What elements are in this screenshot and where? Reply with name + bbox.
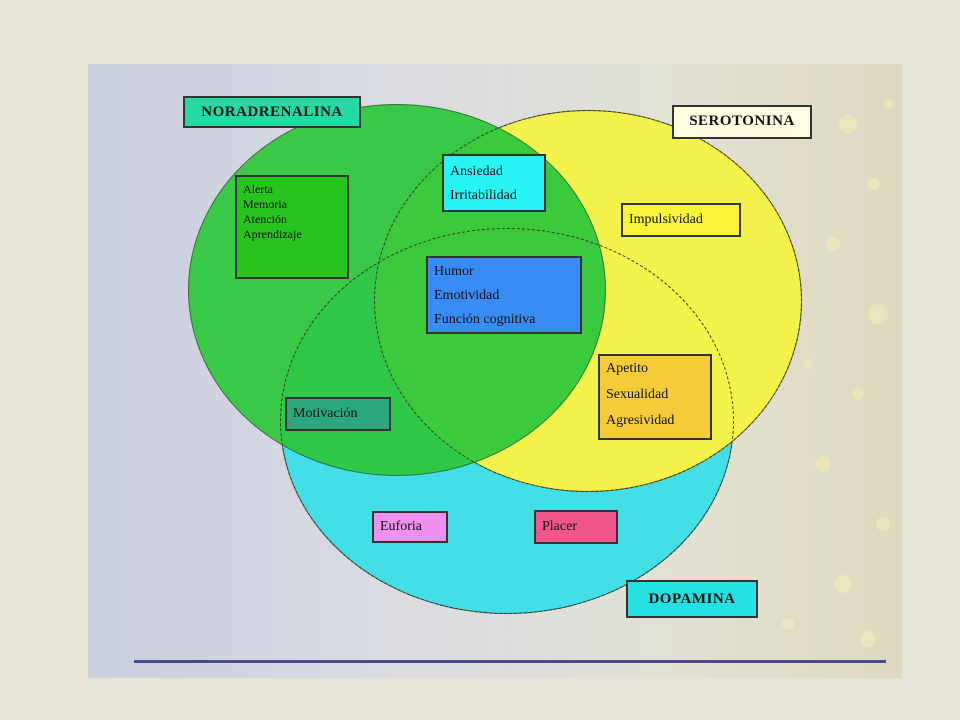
noradrenalina-label: NORADRENALINA: [183, 96, 361, 128]
region-item: Atención: [243, 212, 287, 226]
region-item: Impulsividad: [629, 212, 703, 227]
region-item: Agresividad: [606, 413, 675, 428]
dopamina-outline: [280, 228, 734, 614]
region-item: Motivación: [293, 406, 358, 421]
region-item: Placer: [542, 519, 577, 534]
noradrenalina-dopamina-box: Motivación: [285, 397, 391, 431]
region-item: Ansiedad: [450, 164, 503, 179]
slide-canvas: NORADRENALINA SEROTONINA DOPAMINA Alerta…: [88, 64, 902, 678]
bottom-divider: [134, 660, 886, 663]
noradrenalina-serotonina-box: Ansiedad Irritabilidad: [442, 154, 546, 212]
region-item: Sexualidad: [606, 387, 669, 402]
region-item: Aprendizaje: [243, 227, 302, 241]
region-item: Euforia: [380, 519, 422, 534]
region-item: Emotividad: [434, 288, 500, 303]
center-intersection-box: Humor Emotividad Función cognitiva: [426, 256, 582, 334]
region-item: Apetito: [606, 361, 648, 376]
background-texture: [782, 99, 893, 647]
region-item: Alerta: [243, 182, 273, 196]
serotonina-label: SEROTONINA: [672, 105, 812, 139]
placer-box: Placer: [534, 510, 618, 544]
region-item: Irritabilidad: [450, 188, 517, 203]
noradrenalina-functions-box: Alerta Memoria Atención Aprendizaje: [235, 175, 349, 279]
region-item: Humor: [434, 264, 474, 279]
dopamina-label: DOPAMINA: [626, 580, 758, 618]
region-item: Función cognitiva: [434, 312, 536, 327]
serotonina-functions-box: Impulsividad: [621, 203, 741, 237]
serotonina-dopamina-box: Apetito Sexualidad Agresividad: [598, 354, 712, 440]
region-item: Memoria: [243, 197, 287, 211]
euforia-box: Euforia: [372, 511, 448, 543]
